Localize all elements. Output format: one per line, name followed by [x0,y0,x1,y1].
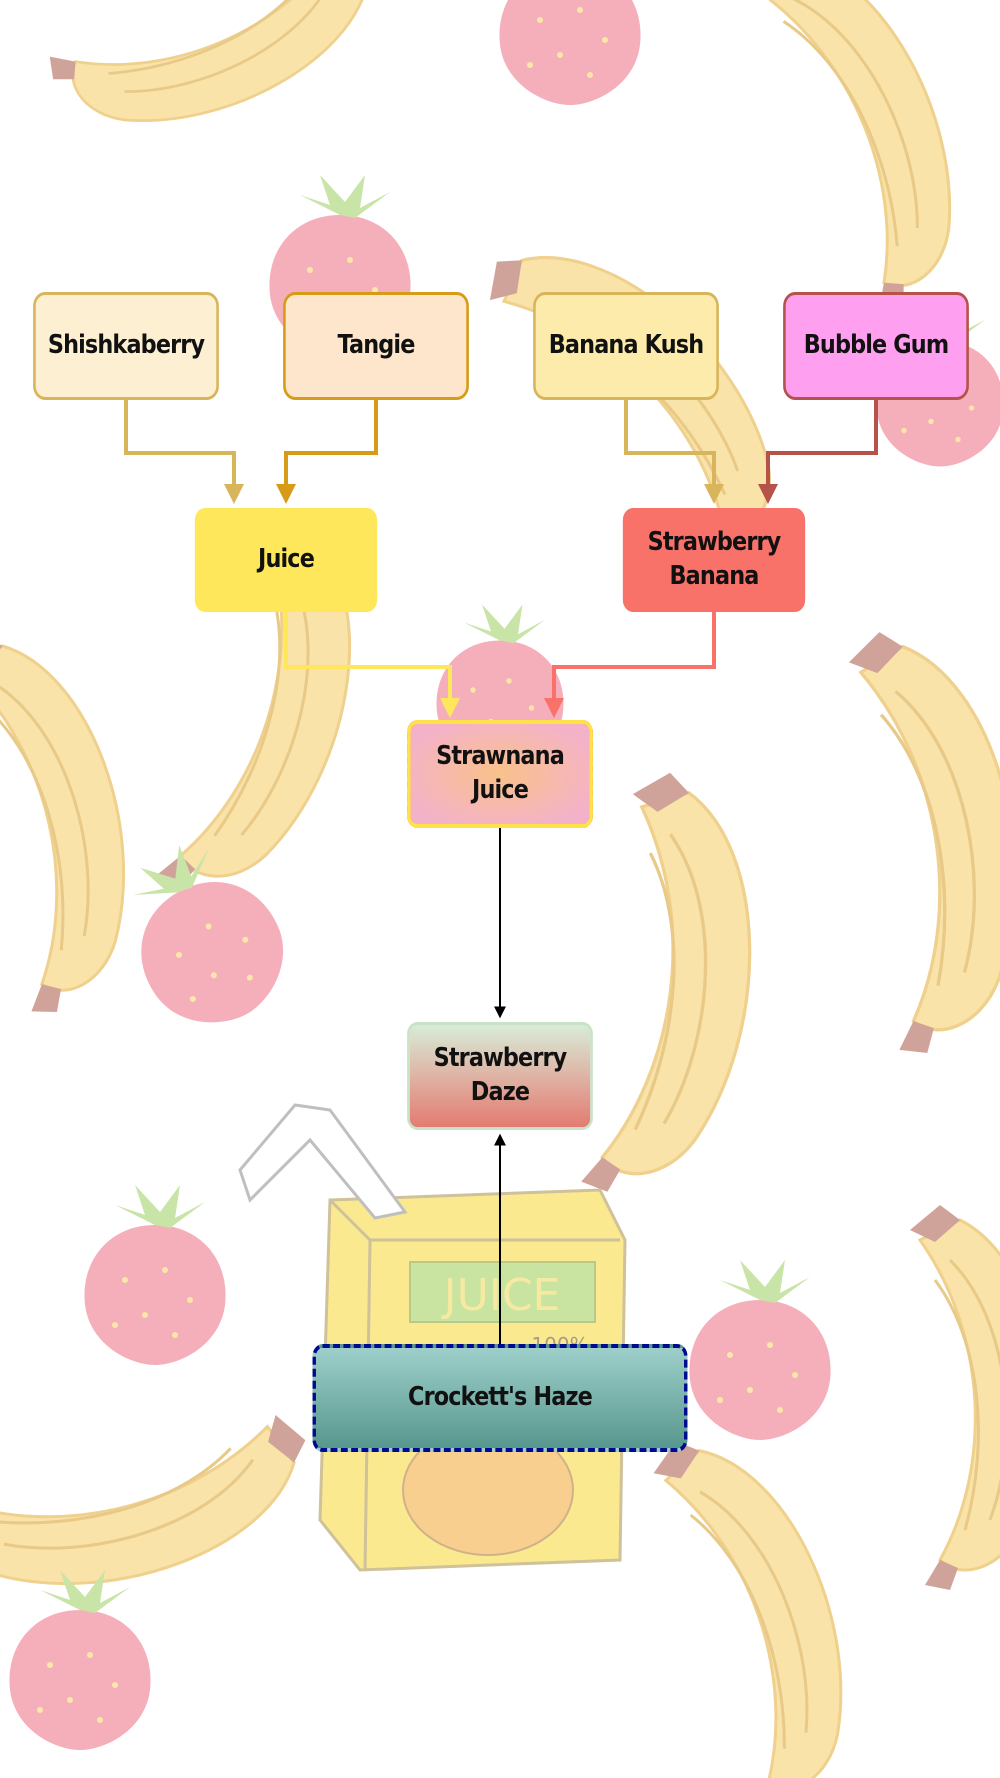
node-strawberry-banana: Strawberry Banana [622,508,806,612]
node-strawnana-juice-label-line1: Strawnana [436,741,565,772]
node-crocketts-haze-label: Crockett's Haze [408,1382,593,1413]
node-shishkaberry-label: Shishkaberry [47,330,205,361]
node-bubble-gum-label: Bubble Gum [803,330,949,361]
edge-strawberry-banana-to-strawnana-juice [544,612,716,718]
node-banana-kush: Banana Kush [533,292,719,400]
node-bubble-gum: Bubble Gum [783,292,969,400]
edge-banana-kush-to-strawberry-banana [624,400,724,504]
edge-juice-to-strawnana-juice [284,612,460,718]
edge-tangie-to-juice [276,400,378,504]
node-strawnana-juice: Strawnana Juice [407,720,593,828]
node-juice-label: Juice [257,544,315,575]
node-strawnana-juice-label-line2: Juice [471,775,529,805]
node-crocketts-haze: Crockett's Haze [312,1344,688,1452]
edge-bubble-gum-to-strawberry-banana [758,400,878,504]
node-strawberry-daze-label: Strawberry Daze [433,1043,568,1107]
node-strawberry-banana-label-line2: Banana [669,561,759,591]
node-strawberry-daze: Strawberry Daze [407,1022,593,1130]
node-strawberry-banana-label-line1: Strawberry [647,527,782,558]
node-juice: Juice [194,508,378,612]
node-tangie-label: Tangie [337,330,415,361]
node-banana-kush-label: Banana Kush [548,330,704,361]
node-tangie: Tangie [283,292,469,400]
edge-shishkaberry-to-juice [124,400,244,504]
node-shishkaberry: Shishkaberry [33,292,219,400]
